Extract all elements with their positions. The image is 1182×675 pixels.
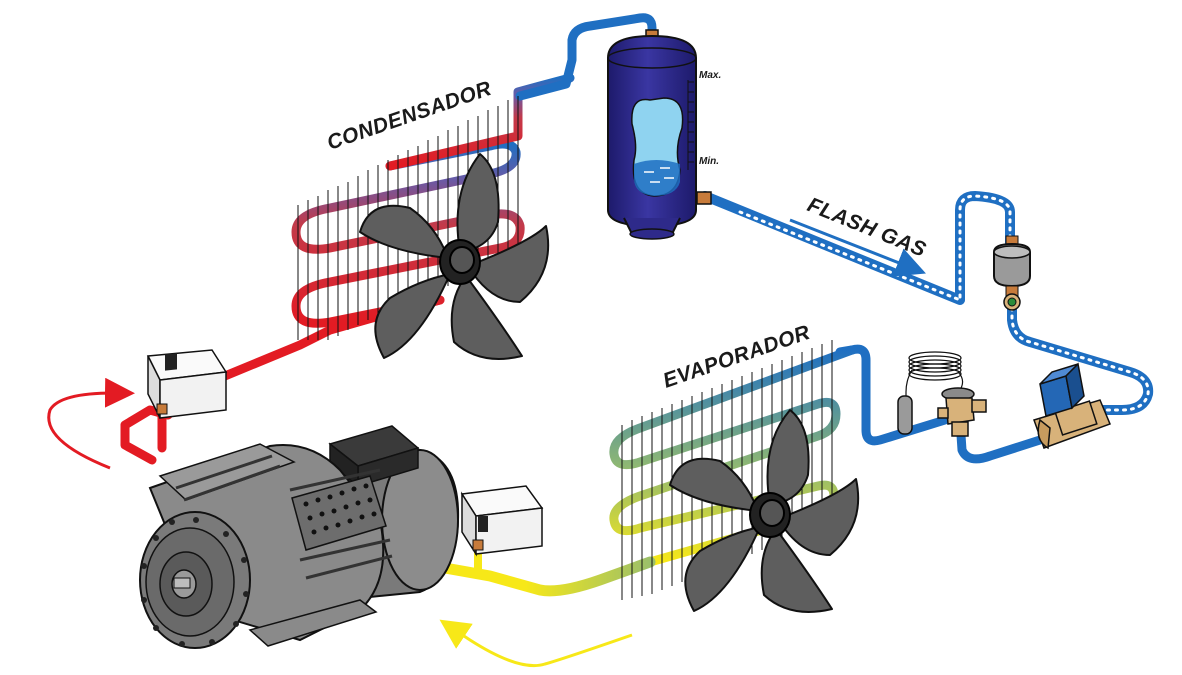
solenoid-to-evaporator-line (835, 344, 1045, 464)
evaporator-coil (609, 345, 857, 567)
receiver-level-min-label: Min. (699, 156, 719, 167)
filter-drier (993, 235, 1031, 297)
compressor (139, 425, 460, 649)
low-pressure-switch (460, 485, 544, 557)
solenoid-valve (1033, 362, 1111, 450)
expansion-valve (897, 351, 987, 437)
evaporator-fan (669, 409, 860, 613)
condenser-fan (359, 153, 550, 360)
sight-glass (1003, 293, 1021, 311)
suction-flow-arrow (439, 619, 633, 668)
discharge-flow-arrow (47, 377, 135, 470)
evaporator-label: EVAPORADOR (660, 321, 813, 393)
receiver-level-max-label: Max. (699, 70, 721, 81)
condenser-to-receiver-line (515, 13, 657, 101)
high-pressure-switch (146, 349, 228, 419)
flash-gas-arrow (789, 218, 926, 277)
liquid-receiver (607, 29, 712, 240)
liquid-line (700, 191, 1154, 415)
